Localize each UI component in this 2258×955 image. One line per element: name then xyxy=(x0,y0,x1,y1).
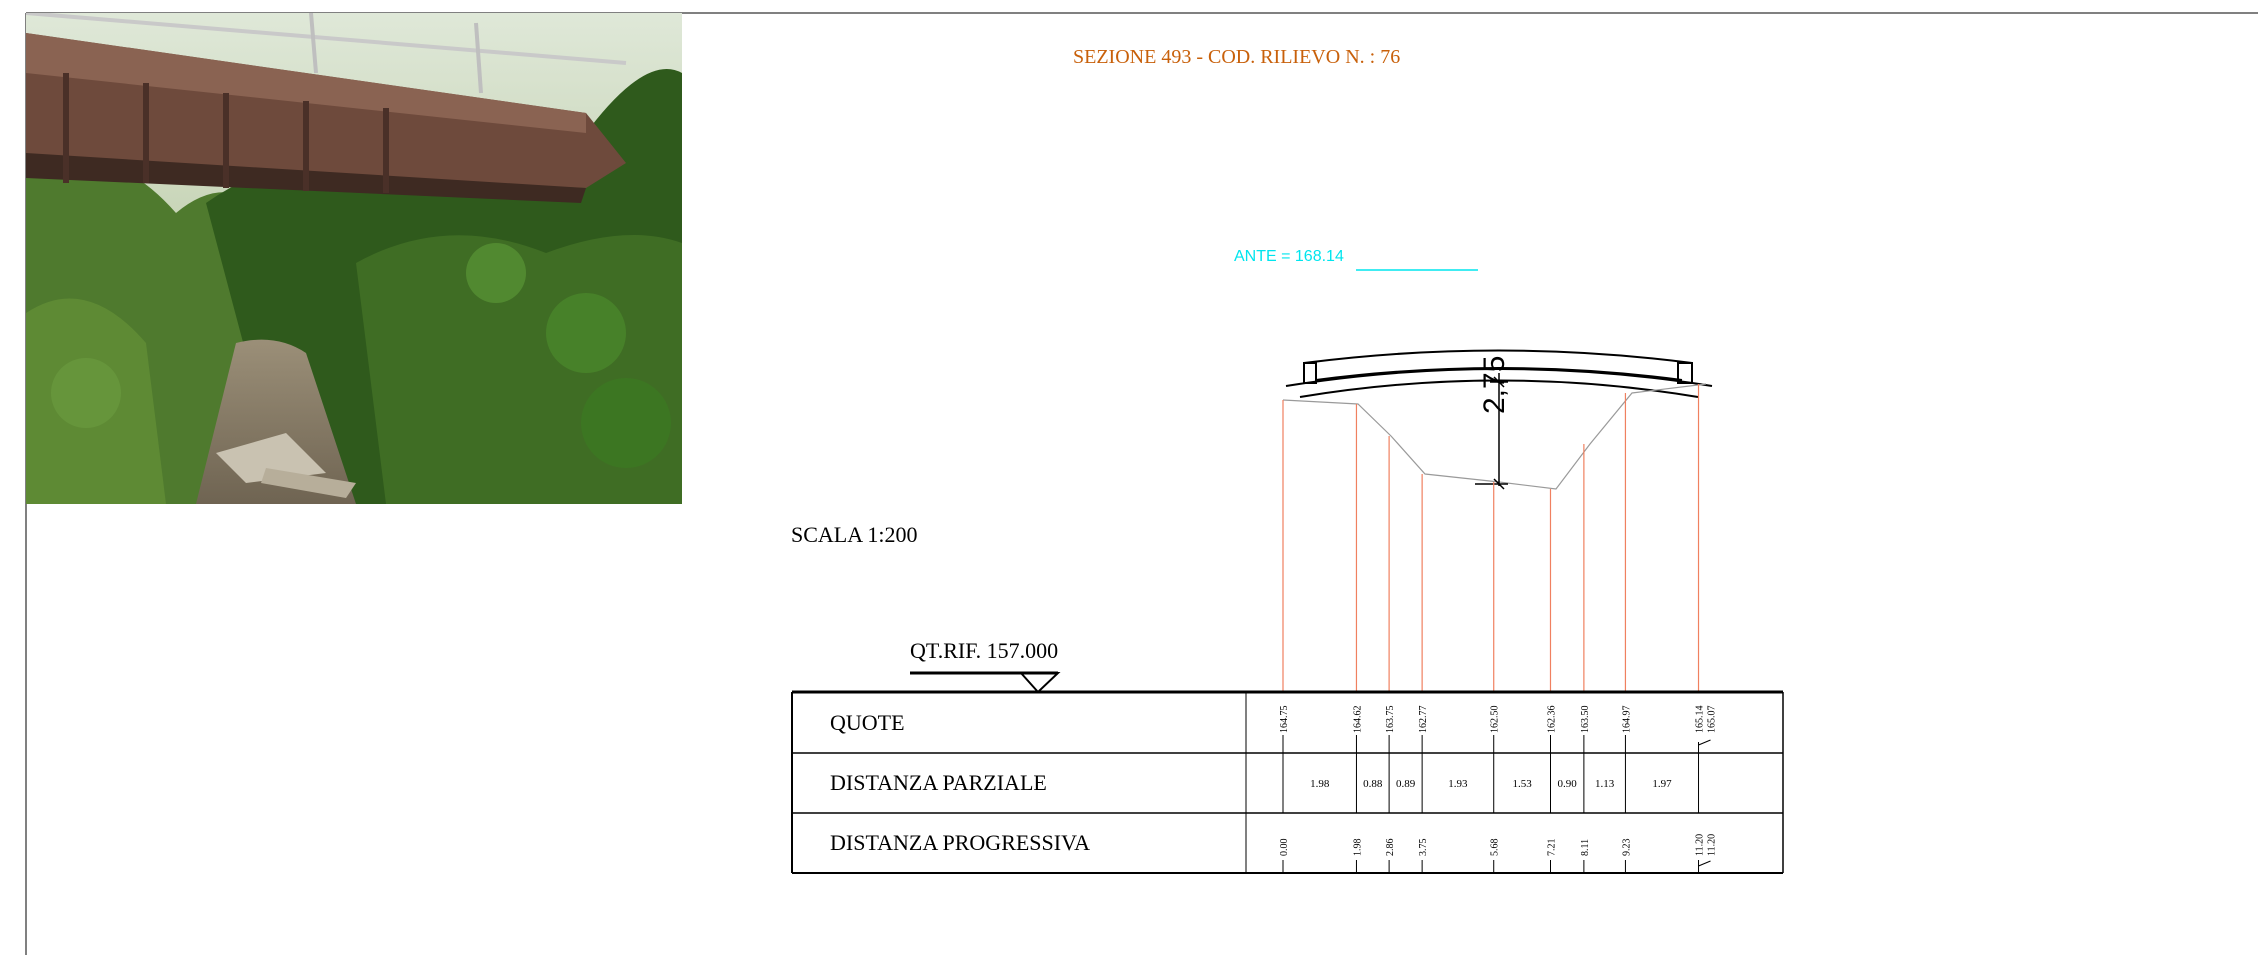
partial-distance-value: 0.89 xyxy=(1396,778,1416,790)
scale-label: SCALA 1:200 xyxy=(791,522,918,547)
partial-distance-value: 1.13 xyxy=(1595,778,1615,790)
quote-value: 165.07 xyxy=(1707,706,1718,734)
row-label-distanza-progressiva: DISTANZA PROGRESSIVA xyxy=(830,830,1091,855)
partial-distance-value: 1.98 xyxy=(1310,778,1330,790)
quote-value: 163.50 xyxy=(1580,706,1591,734)
bridge-deck xyxy=(1285,349,1713,398)
ante-water-level-label: ANTE = 168.14 xyxy=(1234,248,1344,265)
partial-distance-value: 1.93 xyxy=(1448,778,1468,790)
quote-value: 164.97 xyxy=(1621,706,1632,734)
progressive-value: 2.86 xyxy=(1385,839,1396,857)
data-table-grid xyxy=(791,690,1784,874)
progressive-value: 7.21 xyxy=(1546,839,1557,857)
partial-distance-value: 1.53 xyxy=(1512,778,1532,790)
table-ticks xyxy=(1282,735,1711,873)
row-label-distanza-parziale: DISTANZA PARZIALE xyxy=(830,770,1047,795)
section-title: SEZIONE 493 - COD. RILIEVO N. : 76 xyxy=(1073,46,1401,68)
bridge-photo xyxy=(26,13,682,504)
quote-value: 162.77 xyxy=(1418,706,1429,734)
quote-marker xyxy=(1698,739,1711,746)
clearance-dimension xyxy=(1475,373,1508,490)
progressive-value: 3.75 xyxy=(1418,839,1429,857)
quote-value: 162.50 xyxy=(1490,706,1501,734)
quote-value: 162.36 xyxy=(1546,706,1557,734)
progressive-value: 1.98 xyxy=(1352,839,1363,857)
quote-value: 163.75 xyxy=(1385,706,1396,734)
progressive-value: 5.68 xyxy=(1490,839,1501,857)
progressive-value: 8.11 xyxy=(1580,839,1591,856)
table-values: 164.75 164.62 163.75 162.77 162.50 162.36 163.… xyxy=(1279,706,1718,857)
partial-distance-value: 1.97 xyxy=(1652,778,1672,790)
progressive-value: 9.23 xyxy=(1621,839,1632,857)
clearance-value: 2,75 xyxy=(1478,355,1511,414)
progressive-marker xyxy=(1698,860,1711,867)
progressive-value: 11.20 xyxy=(1695,834,1706,856)
reference-elevation-label: QT.RIF. 157.000 xyxy=(910,638,1059,663)
progressive-value: 0.00 xyxy=(1279,839,1290,857)
quote-value: 165.14 xyxy=(1695,706,1706,734)
row-label-quote: QUOTE xyxy=(830,710,905,735)
partial-distance-value: 0.90 xyxy=(1558,778,1578,790)
partial-distance-value: 0.88 xyxy=(1363,778,1383,790)
reference-marker xyxy=(910,671,1061,694)
station-lines xyxy=(1282,384,1700,692)
quote-value: 164.75 xyxy=(1279,706,1290,734)
quote-value: 164.62 xyxy=(1352,706,1363,734)
progressive-value: 11.20 xyxy=(1707,834,1718,856)
